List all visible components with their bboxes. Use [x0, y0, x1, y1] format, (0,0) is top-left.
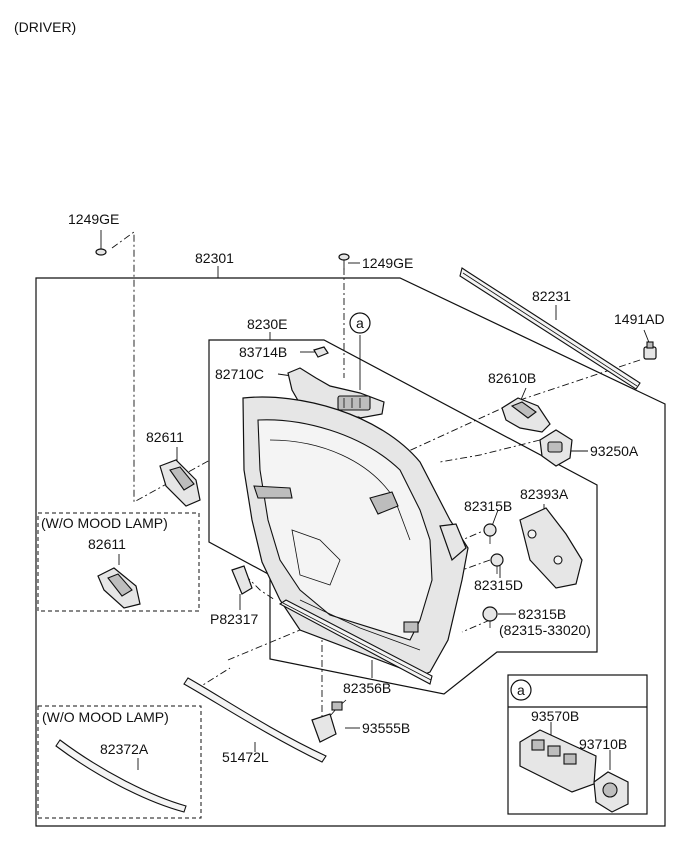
label-83714b: 83714B	[239, 344, 287, 360]
label-82611: 82611	[146, 429, 184, 445]
switch-assy-93570b	[519, 729, 597, 793]
clip-1491ad	[643, 341, 657, 360]
handle-82610b	[501, 397, 551, 433]
callout-a-box	[507, 674, 648, 815]
strip-82372a	[55, 739, 187, 813]
label-93250a: 93250A	[590, 443, 639, 459]
outer-assembly-frame	[35, 277, 666, 827]
label-82393a: 82393A	[520, 486, 569, 502]
variant-box-82372a	[37, 705, 202, 819]
callout-a-circle-box	[510, 679, 532, 701]
label-82315-33020: (82315-33020)	[499, 622, 591, 638]
handle-82611-variant	[97, 567, 141, 609]
label-93555b: 93555B	[362, 720, 410, 736]
fastener-82315b-lower	[482, 606, 498, 628]
label-callout-a-top: a	[356, 315, 364, 331]
label-93570b: 93570B	[531, 708, 579, 724]
switch-93250a	[539, 429, 573, 467]
label-82301: 82301	[195, 250, 234, 266]
strip-51472l	[183, 677, 327, 763]
diagram-title: (DRIVER)	[14, 19, 76, 35]
fastener-82315b-upper	[483, 523, 497, 544]
door-trim-panel	[242, 396, 469, 677]
label-82315b-lower: 82315B	[518, 606, 566, 622]
label-82356b: 82356B	[343, 680, 391, 696]
label-51472l: 51472L	[222, 749, 269, 765]
variant-title-82611: (W/O MOOD LAMP)	[41, 515, 168, 531]
label-1249ge-center: 1249GE	[362, 255, 413, 271]
inner-panel-frame	[208, 339, 598, 695]
fastener-82315d	[490, 553, 504, 574]
label-82231: 82231	[532, 288, 571, 304]
variant-box-82611	[37, 512, 200, 612]
label-1249ge-left: 1249GE	[68, 211, 119, 227]
label-callout-a-box: a	[517, 682, 525, 698]
label-8230e: 8230E	[247, 316, 287, 332]
clip-p82317	[231, 565, 253, 595]
screw-1249ge-center	[338, 253, 350, 270]
label-82610b: 82610B	[488, 370, 536, 386]
label-82315b-upper: 82315B	[464, 498, 512, 514]
cover-83714b	[313, 346, 329, 358]
garnish-82356b	[278, 599, 433, 685]
label-93710b: 93710B	[579, 736, 627, 752]
pad-82393a	[519, 507, 583, 589]
variant-label-82372a: 82372A	[100, 741, 149, 757]
label-1491ad: 1491AD	[614, 311, 665, 327]
label-82315d: 82315D	[474, 577, 523, 593]
callout-a-circle-top	[349, 312, 371, 334]
variant-label-82611: 82611	[88, 536, 126, 552]
handle-82611	[159, 459, 201, 507]
label-p82317: P82317	[210, 611, 258, 627]
switch-93710b	[593, 771, 629, 813]
label-82710c: 82710C	[215, 366, 264, 382]
screw-1249ge-left	[95, 230, 107, 256]
weatherstrip-82231	[459, 267, 641, 390]
lamp-93555b	[311, 699, 347, 743]
variant-title-82372a: (W/O MOOD LAMP)	[42, 709, 169, 725]
